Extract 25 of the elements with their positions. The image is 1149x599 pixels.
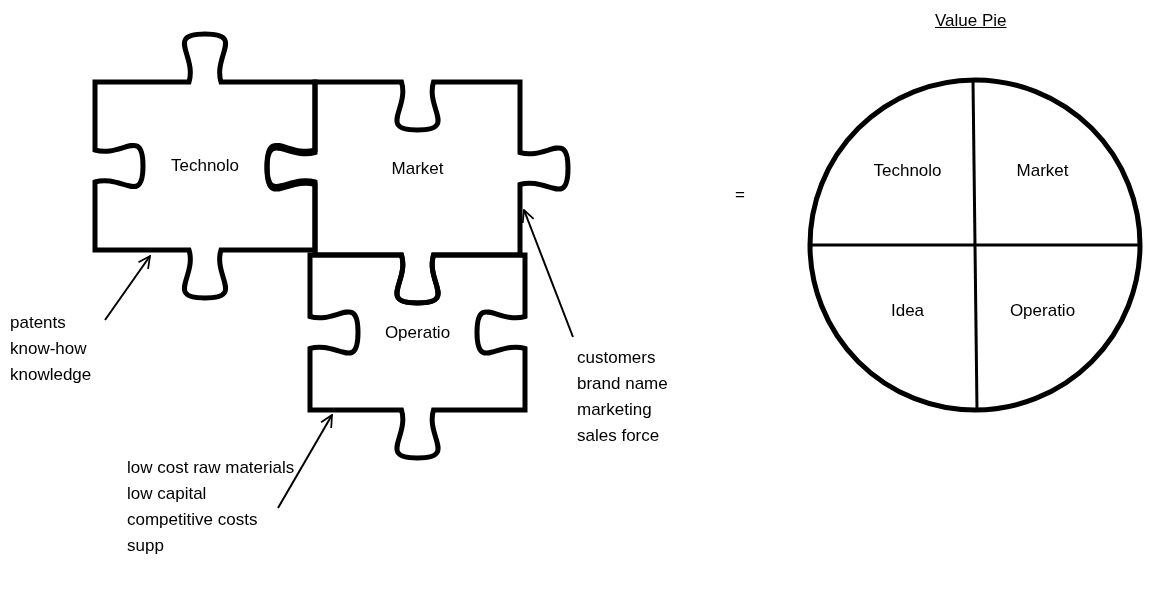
list-item: patents: [10, 312, 66, 334]
list-item: competitive costs: [127, 509, 258, 531]
slice-label: Operatio: [980, 298, 1105, 324]
arrow: [277, 414, 333, 509]
pie-title: Value Pie: [935, 10, 1007, 32]
slice-label: Idea: [845, 298, 970, 324]
list-item: marketing: [577, 399, 652, 421]
list-item: supp: [127, 535, 164, 557]
list-item: knowledge: [10, 364, 92, 386]
puzzle-piece: [95, 34, 315, 298]
list-item: know-how: [10, 338, 87, 360]
list-item: customers: [577, 347, 656, 369]
puzzle-piece: [310, 255, 525, 458]
piece-label: Technolo: [169, 155, 241, 177]
slice-label: Technolo: [845, 158, 970, 184]
list-item: low cost raw materials: [127, 457, 295, 479]
arrow: [521, 209, 574, 338]
list-item: brand name: [577, 373, 668, 395]
equals-sign: =: [735, 184, 745, 206]
list-item: low capital: [127, 483, 207, 505]
piece-label: Market: [390, 157, 445, 180]
slice-label: Market: [980, 158, 1105, 184]
arrow: [104, 255, 151, 321]
list-item: sales force: [577, 425, 660, 447]
piece-label: Operatio: [383, 321, 452, 344]
